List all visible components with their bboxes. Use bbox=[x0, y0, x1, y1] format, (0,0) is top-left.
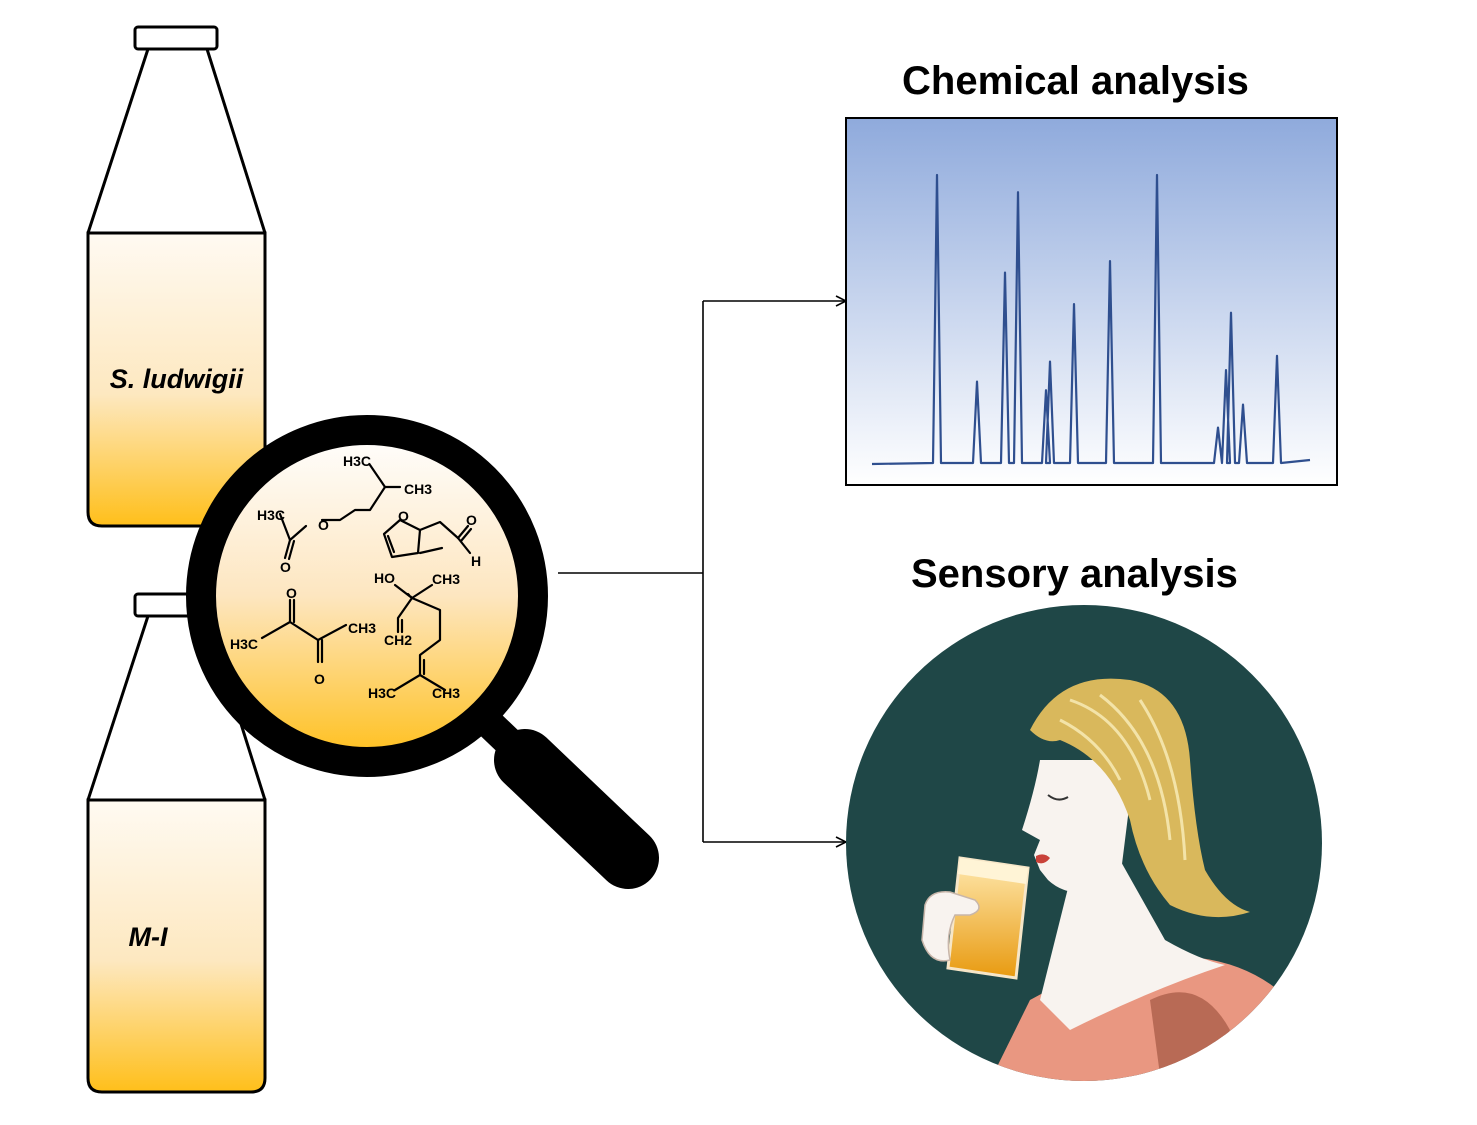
atom-label: H bbox=[471, 553, 481, 569]
molecule-furfural bbox=[382, 518, 473, 559]
atom-label: H3C bbox=[230, 636, 258, 652]
lips bbox=[1036, 854, 1050, 864]
closed-eye bbox=[1047, 794, 1069, 801]
atom-label: O bbox=[286, 585, 297, 601]
molecule-linalool bbox=[393, 583, 447, 692]
atom-label: HO bbox=[374, 570, 395, 586]
magnifier-lens bbox=[186, 415, 548, 777]
atom-label: O bbox=[466, 512, 477, 528]
chromatogram-panel bbox=[845, 117, 1338, 486]
atom-label: CH3 bbox=[404, 481, 432, 497]
atom-label: O bbox=[398, 508, 409, 524]
hand bbox=[921, 891, 980, 962]
atom-label: CH3 bbox=[348, 620, 376, 636]
atom-label: H3C bbox=[343, 453, 371, 469]
atom-label: O bbox=[318, 517, 329, 533]
bottle-label-s-ludwigii: S. ludwigii bbox=[109, 364, 244, 394]
chromatogram-trace bbox=[871, 173, 1311, 466]
atom-label: H3C bbox=[368, 685, 396, 701]
bottle-s-ludwigii bbox=[86, 25, 267, 528]
chromatogram-frame bbox=[845, 117, 1338, 486]
atom-label: O bbox=[314, 671, 325, 687]
neck bbox=[1040, 860, 1225, 1030]
sensory-analysis-title: Sensory analysis bbox=[911, 552, 1238, 596]
bottle-neck bbox=[86, 47, 267, 235]
sensory-illustration bbox=[846, 605, 1322, 1081]
atom-label: CH3 bbox=[432, 571, 460, 587]
connector-arrows bbox=[558, 301, 846, 842]
magnifier-handle bbox=[494, 729, 659, 889]
atom-label: CH3 bbox=[432, 685, 460, 701]
hair-strands bbox=[1059, 693, 1187, 861]
bottle-cap bbox=[133, 25, 219, 51]
beer-foam bbox=[958, 858, 1028, 884]
magnifying-glass-icon bbox=[186, 415, 659, 889]
face bbox=[1022, 760, 1135, 893]
bottle-label-m-i: M-I bbox=[128, 922, 168, 952]
molecule-labels: H3C CH3 H3C O O O O H H3C CH3 O O HO CH3… bbox=[230, 453, 481, 701]
molecule-structures bbox=[260, 463, 473, 692]
atom-label: CH2 bbox=[384, 632, 412, 648]
chemical-analysis-title: Chemical analysis bbox=[902, 59, 1249, 103]
bottle-liquid bbox=[86, 798, 267, 1094]
hair bbox=[1030, 678, 1250, 918]
atom-label: H3C bbox=[257, 507, 285, 523]
atom-label: O bbox=[280, 559, 291, 575]
molecule-diacetyl bbox=[260, 598, 348, 664]
molecule-isoamyl-acetate bbox=[278, 463, 402, 561]
